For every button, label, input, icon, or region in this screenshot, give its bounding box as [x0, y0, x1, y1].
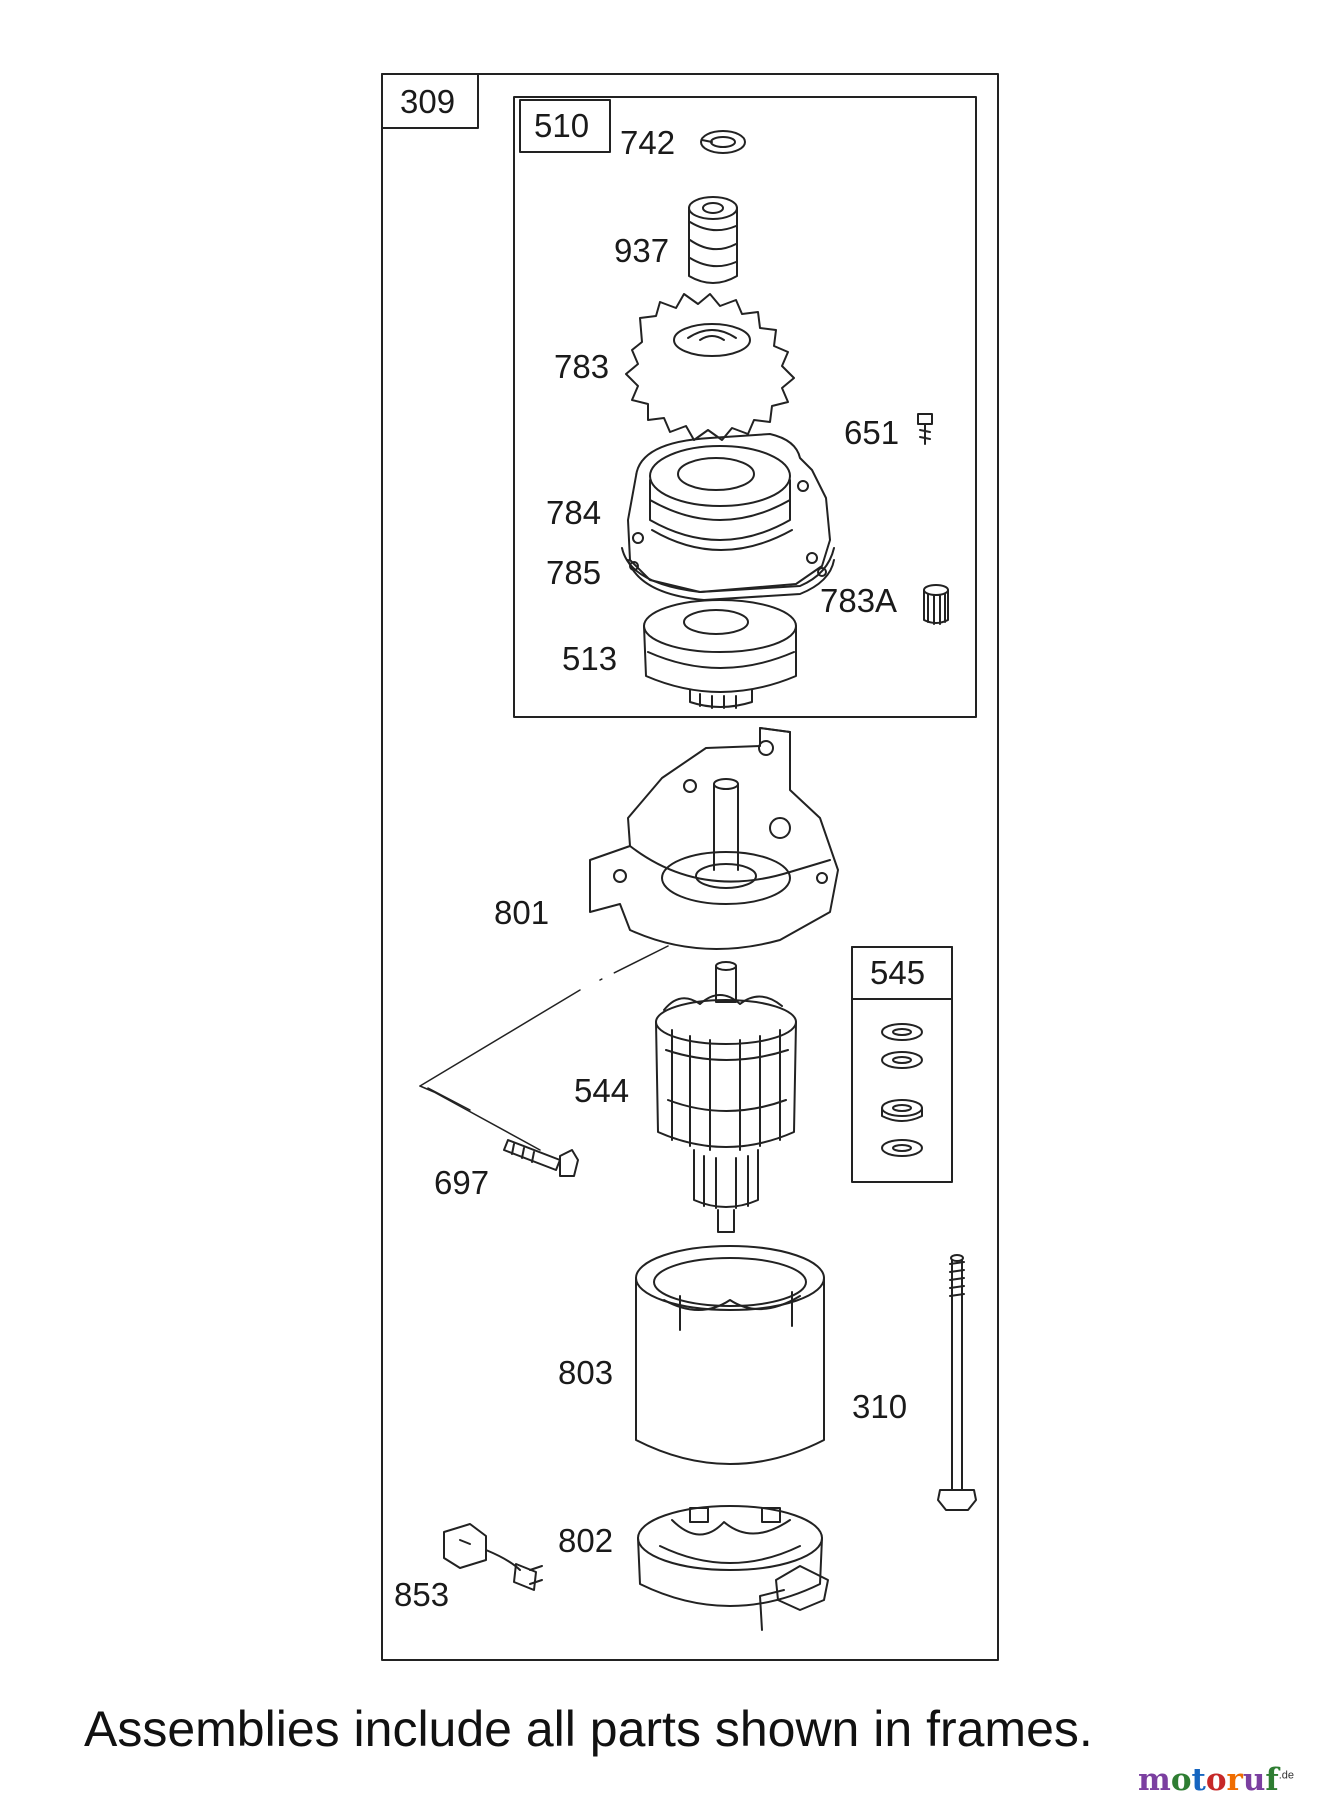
part-784-housing — [627, 433, 831, 593]
label-697: 697 — [434, 1164, 489, 1201]
watermark-suffix: .de — [1278, 1769, 1295, 1782]
part-937-drive-nut — [688, 196, 738, 284]
part-783a-small-gear — [923, 584, 949, 625]
part-853-connector-lead — [443, 1523, 543, 1591]
watermark-logo: motoruf.de — [1138, 1762, 1294, 1798]
bolt-leader-line — [419, 945, 669, 1151]
part-802-brush-end-cap — [637, 1505, 829, 1631]
frame-309-label: 309 — [400, 83, 455, 120]
label-783: 783 — [554, 348, 609, 385]
watermark-letter: r — [1226, 1762, 1243, 1798]
frame-309 — [381, 73, 999, 1661]
frame-545-tag — [851, 946, 953, 1000]
part-742-retaining-ring — [700, 130, 746, 154]
label-742: 742 — [620, 124, 675, 161]
frame-309-tag — [381, 73, 479, 129]
label-853: 853 — [394, 1576, 449, 1613]
watermark-letter: m — [1138, 1762, 1171, 1798]
part-651-screw — [917, 413, 933, 445]
label-802: 802 — [558, 1522, 613, 1559]
label-544: 544 — [574, 1072, 629, 1109]
part-803-motor-frame — [635, 1245, 825, 1465]
part-783-pinion-gear — [625, 293, 795, 441]
watermark-letter: o — [1205, 1762, 1227, 1798]
label-801: 801 — [494, 894, 549, 931]
frame-510 — [513, 96, 977, 718]
label-310: 310 — [852, 1388, 907, 1425]
label-651: 651 — [844, 414, 899, 451]
part-801-end-cap — [589, 727, 839, 950]
part-544-armature — [655, 961, 797, 1233]
label-803: 803 — [558, 1354, 613, 1391]
frame-545-label: 545 — [870, 954, 925, 991]
label-785: 785 — [546, 554, 601, 591]
label-937: 937 — [614, 232, 669, 269]
watermark-letter: u — [1242, 1762, 1266, 1798]
watermark-letter: f — [1265, 1762, 1279, 1798]
frame-510-tag — [519, 99, 611, 153]
part-513-gear-set — [643, 599, 797, 709]
assemblies-caption: Assemblies include all parts shown in fr… — [84, 1701, 1093, 1757]
label-783a: 783A — [820, 582, 897, 619]
label-513: 513 — [562, 640, 617, 677]
part-545-washers — [881, 1023, 923, 1157]
watermark-letter: o — [1170, 1762, 1192, 1798]
watermark-letter: t — [1191, 1762, 1206, 1798]
part-310-through-bolt — [937, 1254, 977, 1511]
label-784: 784 — [546, 494, 601, 531]
part-697-bolt — [503, 1139, 579, 1177]
frame-510-label: 510 — [534, 107, 589, 144]
part-785-gasket — [621, 547, 835, 601]
